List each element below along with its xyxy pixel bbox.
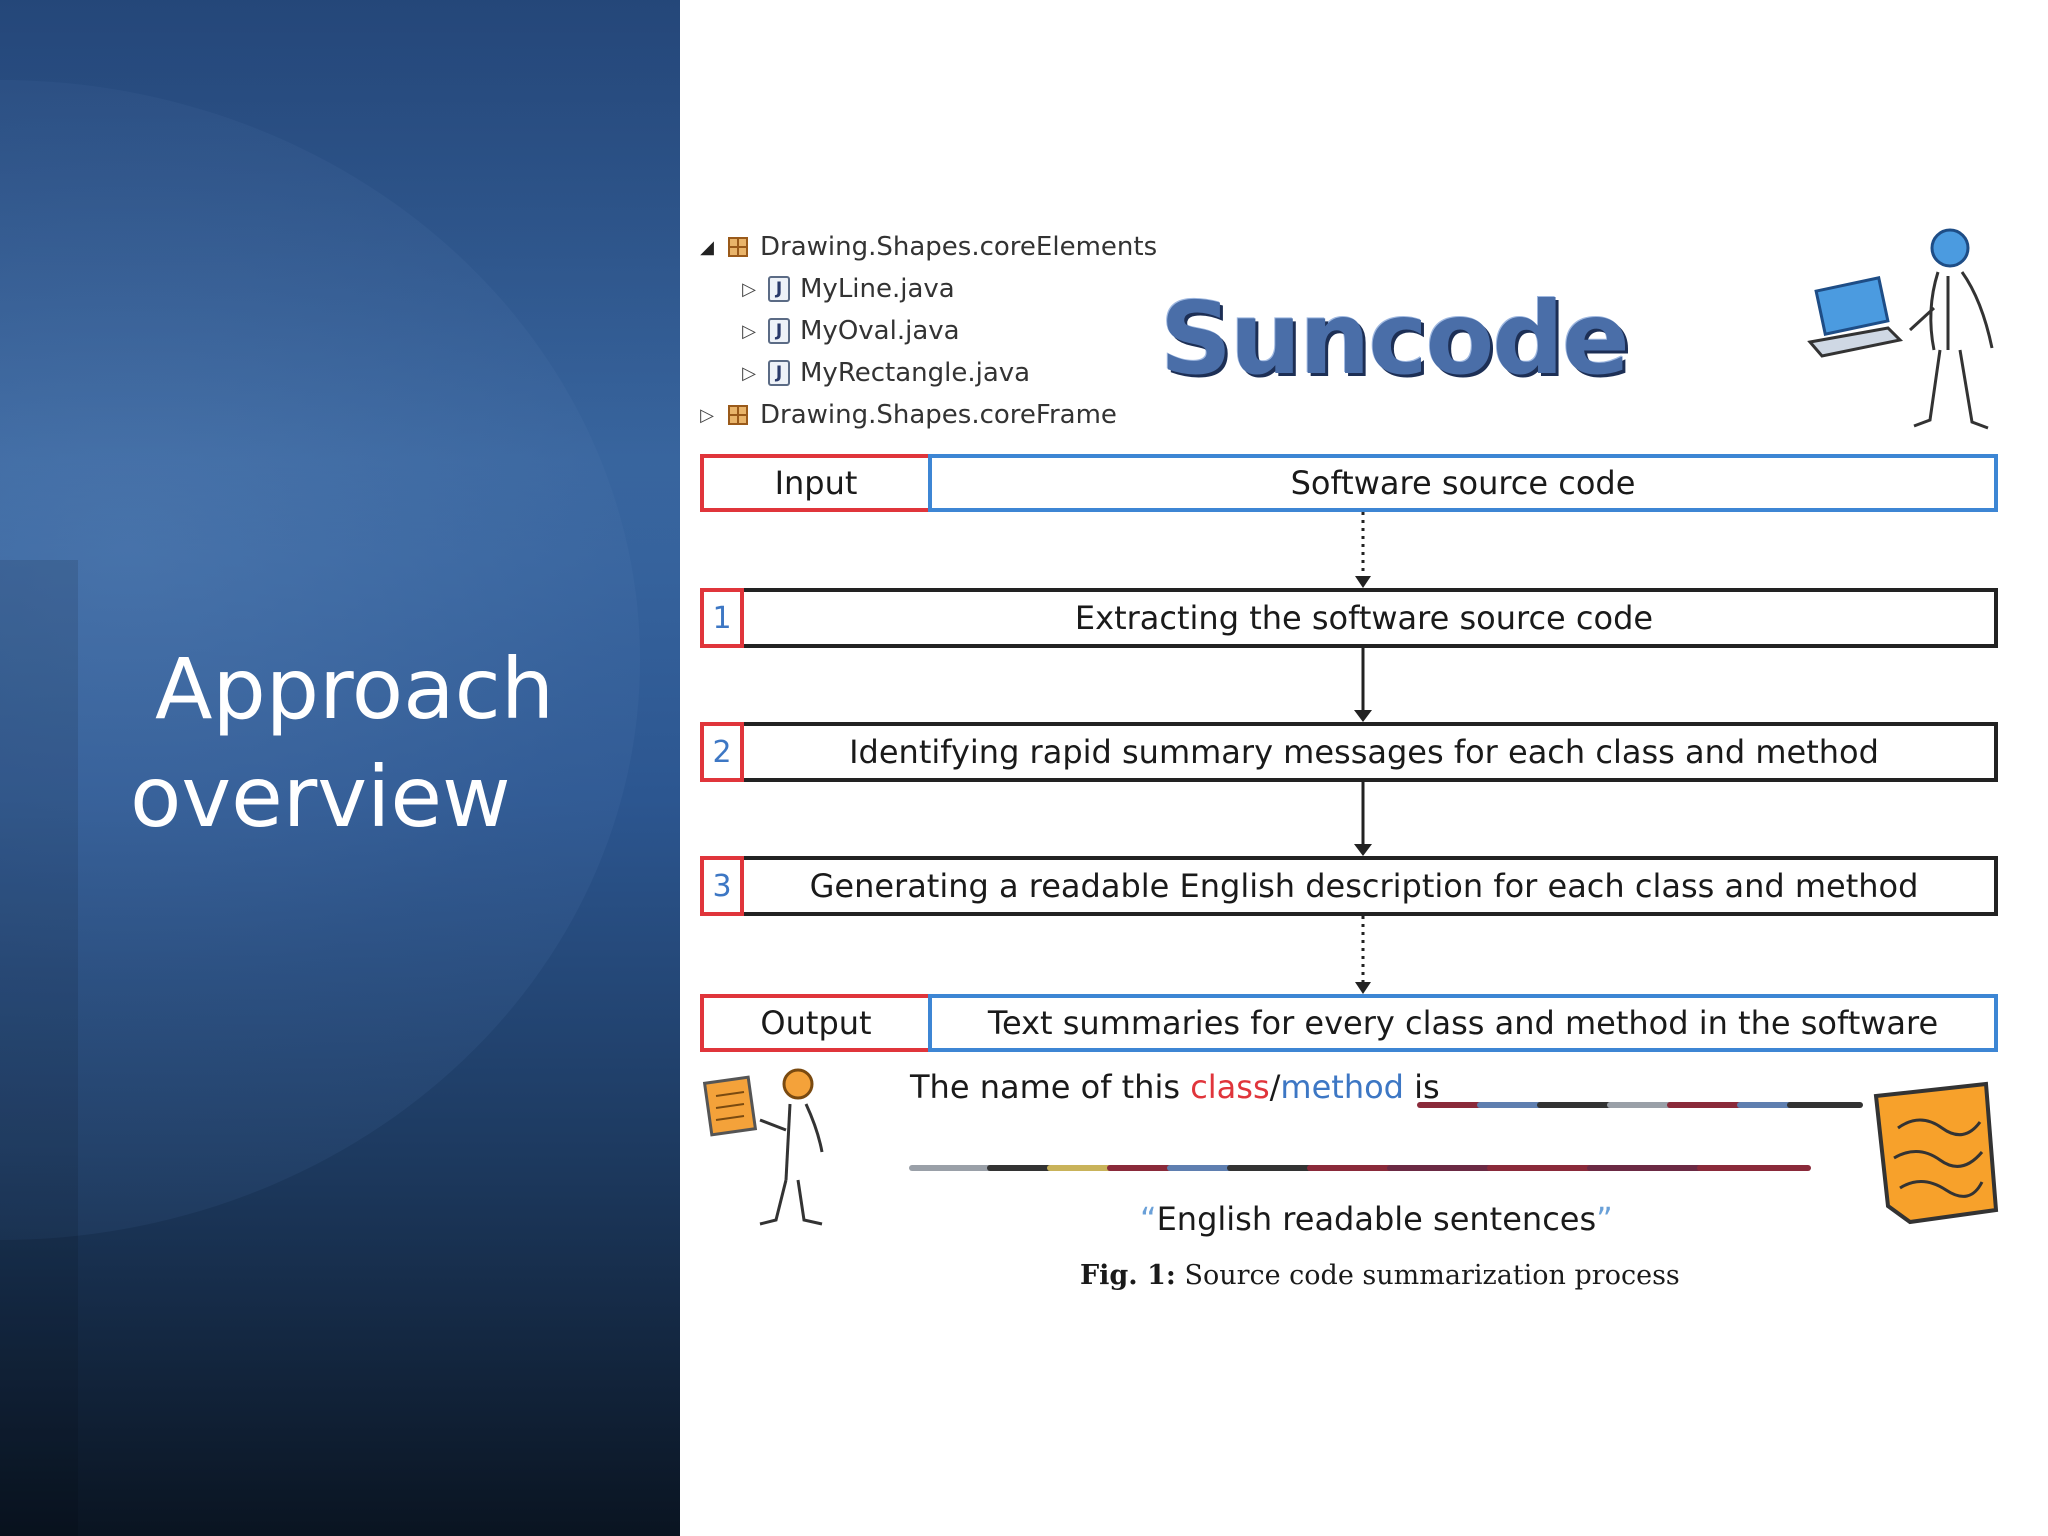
example-sentence: The name of this class/method is bbox=[910, 1068, 1440, 1106]
expanded-arrow-icon: ◢ bbox=[700, 236, 714, 258]
suncode-figure: ◢ Drawing.Shapes.coreElements ▷ J MyLine… bbox=[690, 200, 2010, 1340]
person-with-laptop-icon bbox=[1807, 228, 1994, 430]
collapsed-arrow-icon: ▷ bbox=[742, 320, 756, 342]
collapsed-arrow-icon: ▷ bbox=[742, 362, 756, 384]
sentence-suffix: is bbox=[1403, 1068, 1440, 1106]
tree-row-package[interactable]: ▷ Drawing.Shapes.coreFrame bbox=[698, 398, 1117, 432]
slide-title-line-2: overview bbox=[130, 748, 511, 846]
step-1-box: Extracting the software source code bbox=[730, 588, 1998, 648]
sentence-prefix: The name of this bbox=[910, 1068, 1191, 1106]
close-quote: ” bbox=[1596, 1200, 1613, 1238]
input-value-box: Software source code bbox=[928, 454, 1998, 512]
arrowhead bbox=[1355, 576, 1371, 588]
slide-title: Approach overview bbox=[130, 635, 650, 851]
step-1-number: 1 bbox=[700, 588, 744, 648]
tree-label: Drawing.Shapes.coreElements bbox=[760, 232, 1158, 262]
input-label-box: Input bbox=[700, 454, 932, 512]
output-value: Text summaries for every class and metho… bbox=[987, 1004, 1939, 1042]
collapsed-arrow-icon: ▷ bbox=[700, 404, 714, 426]
sentence-class-word: class bbox=[1190, 1068, 1270, 1106]
tree-row-java-file[interactable]: ▷ J MyLine.java bbox=[740, 272, 955, 306]
caption-text: Source code summarization process bbox=[1175, 1260, 1680, 1291]
document-icon bbox=[1873, 1081, 1999, 1225]
open-quote: “ bbox=[1140, 1200, 1157, 1238]
step-2-box: Identifying rapid summary messages for e… bbox=[730, 722, 1998, 782]
figure-graphics bbox=[702, 228, 1999, 1226]
input-value: Software source code bbox=[1290, 464, 1636, 502]
step-1-text: Extracting the software source code bbox=[1074, 599, 1654, 637]
step-3-box: Generating a readable English descriptio… bbox=[730, 856, 1998, 916]
arrowhead bbox=[1355, 982, 1371, 994]
tree-label: MyRectangle.java bbox=[800, 358, 1031, 388]
step-2-number: 2 bbox=[700, 722, 744, 782]
java-file-icon: J bbox=[768, 276, 790, 302]
caption-label: Fig. 1: bbox=[1080, 1260, 1176, 1291]
sentence-slash: / bbox=[1269, 1068, 1281, 1106]
figure-caption: Fig. 1: Source code summarization proces… bbox=[1080, 1260, 1680, 1291]
quote-text: English readable sentences bbox=[1156, 1200, 1597, 1238]
step-number-text: 3 bbox=[712, 868, 732, 904]
tree-row-java-file[interactable]: ▷ J MyOval.java bbox=[740, 314, 960, 348]
package-icon bbox=[728, 237, 748, 257]
tree-label: MyOval.java bbox=[800, 316, 960, 346]
step-2-text: Identifying rapid summary messages for e… bbox=[849, 733, 1879, 771]
collapsed-arrow-icon: ▷ bbox=[742, 278, 756, 300]
tree-row-package[interactable]: ◢ Drawing.Shapes.coreElements bbox=[698, 230, 1157, 264]
output-value-box: Text summaries for every class and metho… bbox=[928, 994, 1998, 1052]
slide-left-panel: Approach overview bbox=[0, 0, 680, 1536]
input-label: Input bbox=[774, 464, 858, 502]
person-with-document-icon bbox=[702, 1068, 824, 1226]
tree-label: Drawing.Shapes.coreFrame bbox=[760, 400, 1117, 430]
suncode-logo: Suncode bbox=[1160, 280, 1630, 397]
decorative-band bbox=[0, 0, 680, 560]
english-sentences-label: “English readable sentences” bbox=[1140, 1200, 1613, 1238]
step-3-number: 3 bbox=[700, 856, 744, 916]
arrowhead bbox=[1354, 710, 1372, 722]
decorative-stripe bbox=[0, 560, 78, 1536]
tree-row-java-file[interactable]: ▷ J MyRectangle.java bbox=[740, 356, 1030, 390]
java-file-icon: J bbox=[768, 318, 790, 344]
arrowhead bbox=[1354, 844, 1372, 856]
step-number-text: 2 bbox=[712, 734, 732, 770]
output-label-box: Output bbox=[700, 994, 932, 1052]
tree-label: MyLine.java bbox=[800, 274, 955, 304]
package-icon bbox=[728, 405, 748, 425]
step-3-text: Generating a readable English descriptio… bbox=[809, 867, 1919, 905]
slide-title-line-1: Approach bbox=[155, 640, 555, 738]
output-label: Output bbox=[760, 1004, 872, 1042]
step-number-text: 1 bbox=[712, 600, 732, 636]
java-file-icon: J bbox=[768, 360, 790, 386]
sentence-method-word: method bbox=[1280, 1068, 1404, 1106]
